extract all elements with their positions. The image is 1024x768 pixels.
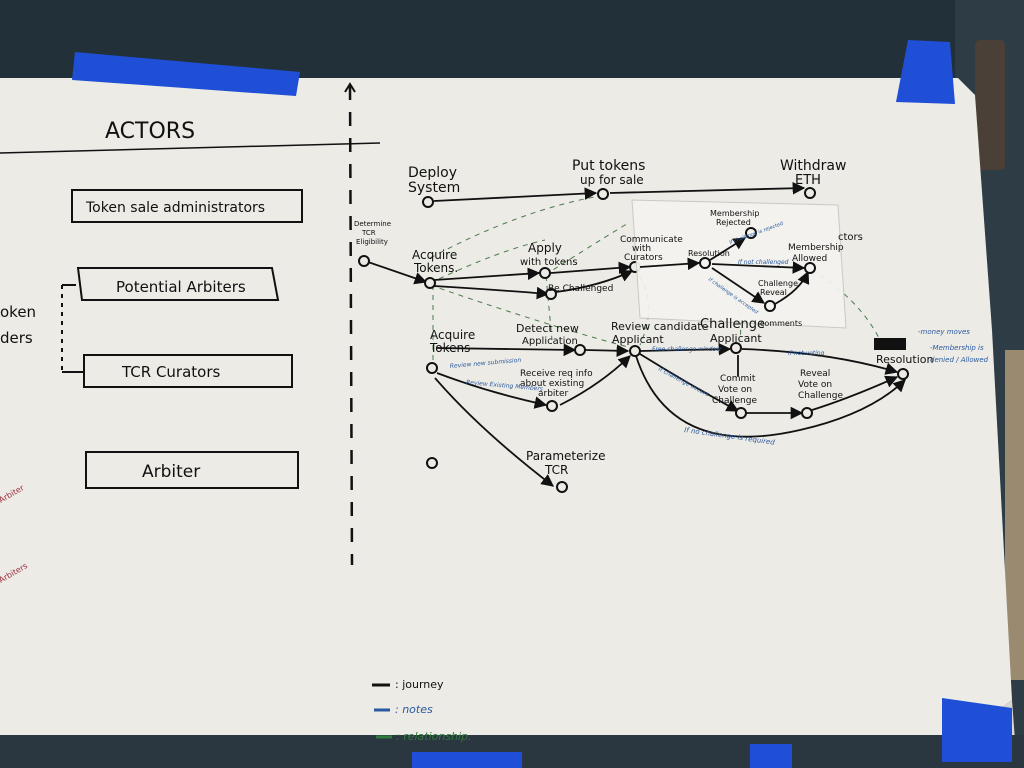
node-label: Challenge: [712, 396, 757, 406]
node-label: Resolution: [688, 249, 730, 258]
node-label: Parameterize: [526, 449, 605, 463]
node-label: Withdraw: [780, 158, 846, 174]
actors-heading: ACTORS: [105, 119, 195, 144]
node-label: comments: [760, 319, 802, 328]
note-text: If not challenged: [738, 259, 789, 266]
node-label: Resolution: [876, 353, 934, 366]
node-label: Allowed: [792, 254, 827, 264]
tape-top-right: [896, 40, 955, 104]
tape-top-left: [72, 52, 300, 96]
legend-label: : notes: [395, 703, 433, 716]
actor-label: TCR Curators: [121, 363, 221, 381]
actor-box-token-sale: [71, 189, 303, 223]
node-label: Commit: [720, 374, 756, 384]
node-label: Apply: [528, 241, 562, 255]
node-label: Acquire: [412, 248, 457, 262]
node-label: System: [408, 180, 460, 196]
node-label: Acquire: [430, 328, 475, 342]
node-label: arbiter: [538, 389, 568, 399]
note-text: If not voting: [788, 350, 825, 357]
node-label: Tokens: [429, 341, 470, 355]
door-hinge: [975, 40, 1005, 170]
node-label: Reveal: [800, 369, 830, 379]
node-label: Challenge: [758, 279, 798, 288]
node-label: up for sale: [580, 173, 644, 187]
legend-label: : journey: [395, 678, 444, 691]
node-label: Receive req info: [520, 369, 593, 379]
tape-bottom: [412, 752, 522, 768]
actor-box-arbiter: [85, 451, 299, 489]
node-label: Review candidate: [611, 320, 709, 333]
node-label: Be Challenged: [548, 284, 613, 294]
node-label: Curators: [624, 253, 663, 263]
note-text: -money moves: [918, 328, 970, 336]
divider-dashed: [348, 85, 354, 566]
node-label: Application: [522, 336, 578, 347]
node-label: with tokens: [520, 257, 578, 268]
node-label: Tokens.: [413, 261, 458, 275]
legend: : journey : notes : relationship.: [372, 678, 472, 743]
node-label: Applicant: [612, 333, 664, 346]
node-label: Vote on: [798, 380, 832, 390]
node-label: about existing: [520, 379, 584, 389]
node-label: Applicant: [710, 332, 762, 345]
node-label: Reveal: [760, 288, 787, 297]
node-label: TCR: [544, 463, 568, 477]
cutoff-text: oken: [0, 303, 36, 321]
actor-label: Potential Arbiters: [116, 278, 246, 296]
node-label: with: [632, 244, 651, 254]
node-label: Membership: [788, 243, 844, 253]
node-label: Vote on: [718, 385, 752, 395]
node-label: ctors: [838, 232, 863, 243]
tape-bottom-right: [942, 698, 1012, 762]
cardboard-box: [1005, 350, 1024, 680]
node-label: Challenge: [700, 317, 765, 332]
node-label: TCR: [361, 229, 376, 237]
legend-label: : relationship.: [396, 730, 472, 743]
cutoff-text: ders: [0, 329, 33, 347]
note-text: Free challenge window: [652, 346, 721, 353]
scribble: [874, 338, 906, 350]
note-text: -Membership is: [930, 344, 984, 352]
node-label: Communicate: [620, 235, 683, 245]
node-label: Determine: [354, 220, 391, 228]
node-label: Put tokens: [572, 158, 645, 174]
node-label: ETH: [795, 173, 821, 188]
node-label: Deploy: [408, 165, 457, 181]
note-text: denied / Allowed: [930, 356, 989, 364]
node-label: Eligibility: [356, 238, 388, 246]
node-label: Rejected: [716, 218, 751, 227]
actor-box-potential-arbiters: [76, 267, 280, 301]
actor-label: Token sale administrators: [85, 200, 265, 216]
node-label: Membership: [710, 209, 759, 218]
paper-patch: [631, 199, 847, 329]
actor-label: Arbiter: [142, 462, 200, 482]
node-label: Detect new: [516, 322, 579, 335]
node-label: Challenge: [798, 391, 843, 401]
